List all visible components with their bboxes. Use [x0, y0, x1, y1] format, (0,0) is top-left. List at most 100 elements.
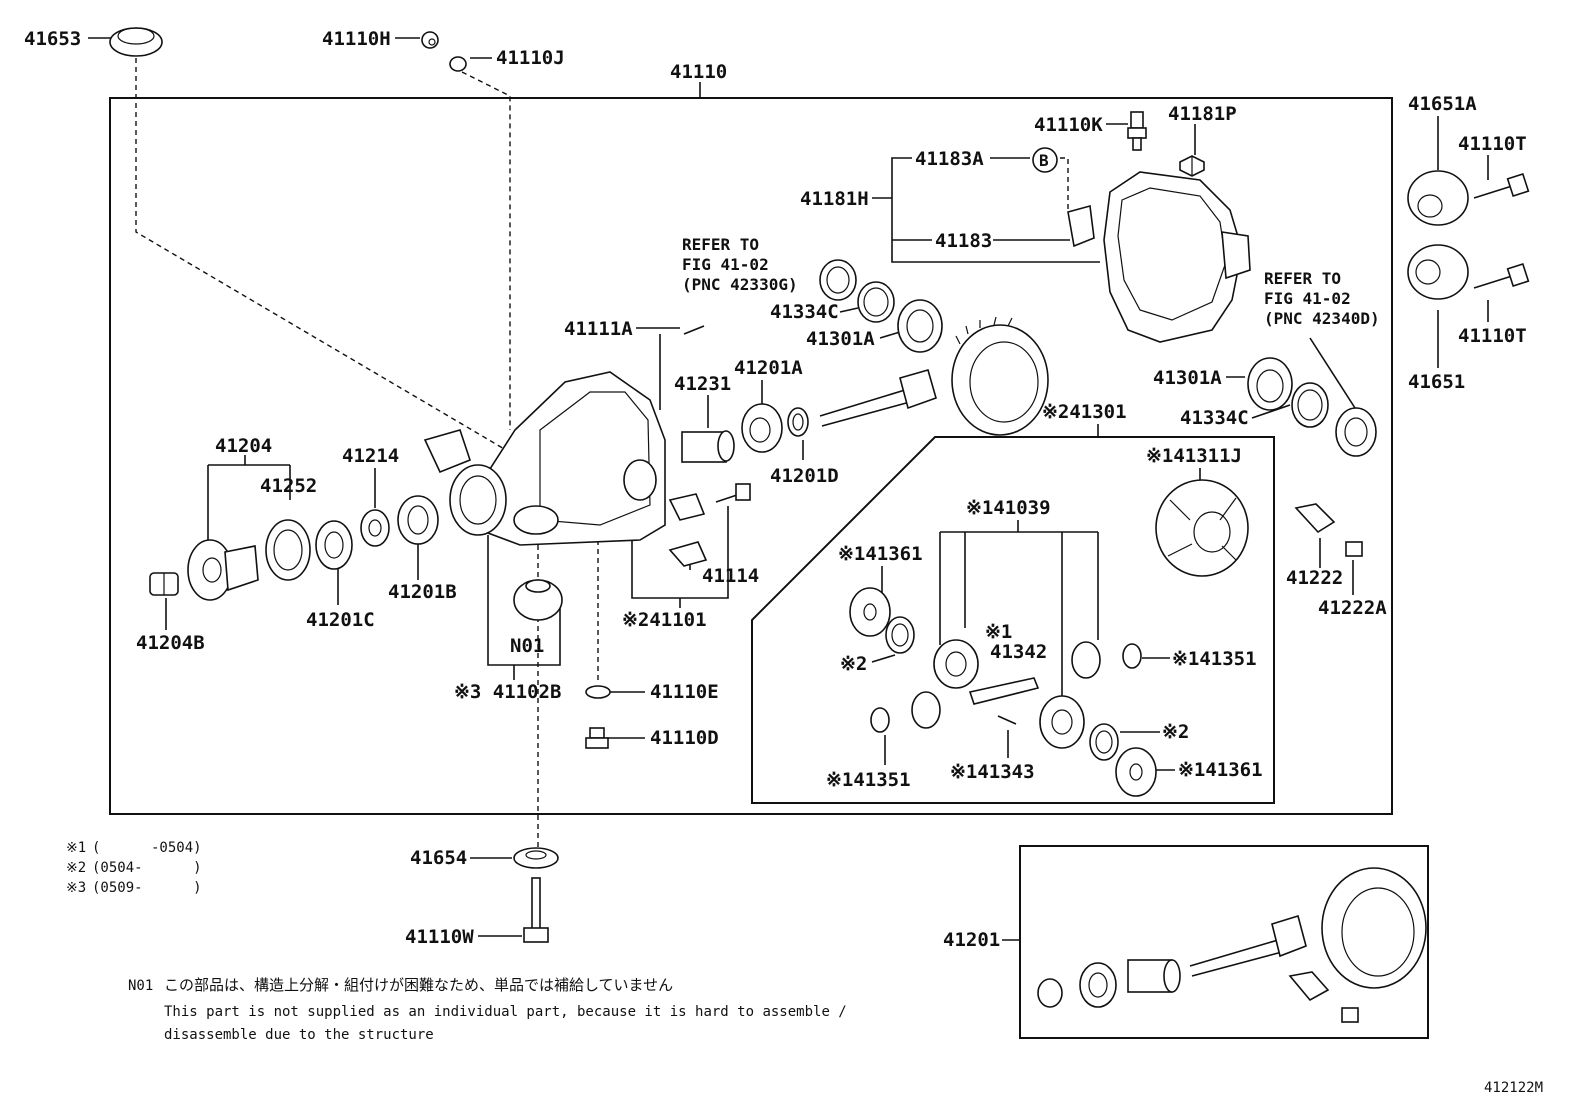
cap-41653-drawing [109, 27, 163, 57]
label-41342: 41342 [990, 641, 1047, 663]
bolt-41114-drawing [715, 483, 751, 503]
label-41361-top: ※141361 [838, 543, 923, 565]
label-41201D: 41201D [770, 465, 839, 487]
label-41110: 41110 [670, 61, 727, 83]
label-41201B: 41201B [388, 581, 457, 603]
washer-41361-top-drawing [849, 587, 891, 637]
figure-code: 412122M [1484, 1080, 1543, 1096]
dashed-line-41110H [461, 71, 511, 430]
label-41201C: 41201C [306, 609, 375, 631]
label-41110T-bottom: 41110T [1458, 325, 1527, 347]
dashed-line-41183A [1060, 157, 1069, 212]
mount-41651-drawing [1407, 244, 1469, 300]
seal-41252-drawing [265, 519, 311, 581]
bolt-41110T-bottom-drawing [1473, 262, 1530, 289]
seal-41334C-left-drawing [819, 259, 857, 301]
pin-41343-drawing [997, 715, 1017, 725]
label-41653: 41653 [24, 28, 81, 50]
bearing-41201A-drawing [741, 403, 783, 453]
label-41651: 41651 [1408, 371, 1465, 393]
bolt-41110W-drawing [523, 877, 549, 943]
footnote-english-line2: disassemble due to the structure [164, 1027, 434, 1043]
label-41301A-right: 41301A [1153, 367, 1222, 389]
label-41204B: 41204B [136, 632, 205, 654]
applicability-legend: ※1 ( -0504) ※2 (0504- ) ※3 (0509- ) [66, 840, 202, 896]
label-41110W: 41110W [405, 926, 474, 948]
washer-41351-right-drawing [1122, 643, 1142, 669]
ring-pinion-kit-frame [1019, 845, 1429, 1039]
flange-41204-drawing [187, 539, 259, 601]
label-41102B: ※3 41102B [454, 681, 561, 703]
legend-mark-1: ※1 [66, 840, 86, 856]
label-41301A-left: 41301A [806, 328, 875, 350]
shim-41334C-right-drawing [1291, 382, 1329, 428]
bracket-41222-drawing [1294, 503, 1336, 534]
label-41252: 41252 [260, 475, 317, 497]
label-star2-top: ※2 [840, 653, 867, 675]
legend-mark-3: ※3 [66, 880, 86, 896]
label-41351-left: ※141351 [826, 769, 911, 791]
leader-lines [88, 37, 1489, 941]
spacer-41214-drawing [360, 509, 390, 547]
label-41204: 41204 [215, 435, 272, 457]
kit-41201-drawing [1037, 867, 1427, 1023]
label-star1-shaft: ※1 [985, 621, 1012, 643]
label-41334C-left: 41334C [770, 301, 839, 323]
main-assembly-frame [109, 97, 1393, 815]
pinion-gear-left-drawing [911, 691, 941, 729]
refer-right-line1: REFER TO [1264, 269, 1341, 288]
legend-range-1: ( -0504) [92, 840, 202, 856]
refer-left-line3: (PNC 42330G) [682, 275, 798, 294]
nut-41204B-drawing [149, 572, 179, 596]
label-41222: 41222 [1286, 567, 1343, 589]
bearing-41201B-drawing [397, 495, 439, 545]
legend-mark-2: ※2 [66, 860, 86, 876]
label-41343: ※141343 [950, 761, 1035, 783]
label-41110K: 41110K [1034, 114, 1103, 136]
refer-right-line2: FIG 41-02 [1264, 289, 1351, 308]
label-41214: 41214 [342, 445, 399, 467]
bearing-41301A-left-drawing [897, 299, 943, 353]
label-41311J: ※141311J [1146, 445, 1242, 467]
label-41201A: 41201A [734, 357, 803, 379]
gasket-41110J-drawing [449, 56, 467, 72]
reference-b-letter: B [1039, 151, 1049, 170]
shim-41201D-drawing [787, 407, 809, 437]
refer-left-line1: REFER TO [682, 235, 759, 254]
label-N01: N01 [510, 635, 544, 657]
label-41181H: 41181H [800, 188, 869, 210]
diff-case-41311J-drawing [1155, 479, 1249, 577]
differential-case-frame [751, 436, 1275, 804]
label-41231: 41231 [674, 373, 731, 395]
ring-gear-41201-drawing [951, 316, 1049, 436]
label-star2-bottom: ※2 [1162, 721, 1189, 743]
label-41039: ※141039 [966, 497, 1051, 519]
cover-41181H-drawing [1103, 171, 1251, 343]
bolt-41222A-drawing [1345, 541, 1363, 557]
legend-range-2: (0504- ) [92, 860, 202, 876]
spacer-41231-drawing [681, 430, 735, 463]
bolt-41110T-top-drawing [1473, 172, 1530, 199]
label-41183A: 41183A [915, 148, 984, 170]
sensor-41110K-drawing [1127, 111, 1147, 151]
footnote-japanese: この部品は、構造上分解・組付けが困難なため、単品では補給していません [164, 976, 673, 994]
footnote-N01: N01 この部品は、構造上分解・組付けが困難なため、単品では補給していません T… [128, 976, 847, 1043]
mount-41651A-drawing [1407, 170, 1469, 226]
label-41110J: 41110J [496, 47, 565, 69]
shim-41334C-drawing [857, 281, 895, 323]
housing-41110-drawing [423, 371, 666, 546]
bearing-41301A-right-drawing [1247, 357, 1293, 411]
shaft-41342-drawing [968, 677, 1040, 705]
gasket-41110E-drawing [585, 685, 611, 699]
pinion-41201-drawing [819, 369, 937, 427]
label-41101: ※241101 [622, 609, 707, 631]
footnote-english-line1: This part is not supplied as an individu… [164, 1004, 847, 1020]
dowel-41111A-drawing [683, 325, 705, 335]
label-41651A: 41651A [1408, 93, 1477, 115]
side-gear-left-drawing [933, 639, 979, 689]
washer-41351-left-drawing [870, 707, 890, 733]
label-41110T-top: 41110T [1458, 133, 1527, 155]
refer-right-line3: (PNC 42340D) [1264, 309, 1380, 328]
legend-range-3: (0509- ) [92, 880, 202, 896]
cushion-41654-drawing [513, 847, 559, 869]
